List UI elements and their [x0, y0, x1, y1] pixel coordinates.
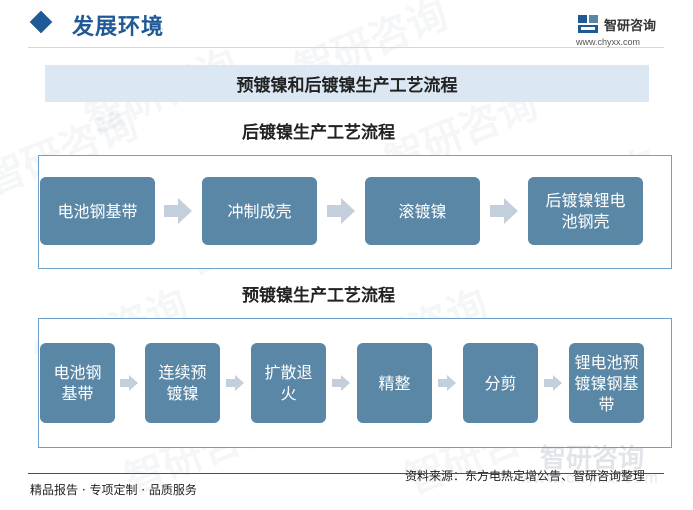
page-title: 发展环境: [72, 14, 165, 40]
footer-slogan: 精品报告 · 专项定制 · 品质服务: [30, 483, 197, 497]
flow-arrow-icon: [490, 198, 518, 224]
footer-divider: [28, 473, 664, 474]
pre-step-5: 分剪: [463, 343, 538, 423]
brand-url: www.chyxx.com: [576, 37, 641, 47]
diagram-banner-title: 预镀镍和后镀镍生产工艺流程: [45, 65, 649, 102]
flow-arrow-icon: [120, 375, 138, 391]
flow-arrow-icon: [327, 198, 355, 224]
flow-arrow-icon: [332, 375, 350, 391]
watermark-logo-text: 智研咨询: [540, 444, 645, 474]
post-step-4: 后镀镍锂电池钢壳: [528, 177, 643, 245]
flow-arrow-icon: [438, 375, 456, 391]
pre-plating-frame: [38, 318, 672, 448]
post-step-1: 电池钢基带: [40, 177, 155, 245]
pre-step-3: 扩散退火: [251, 343, 326, 423]
header-divider: [28, 47, 664, 48]
pre-step-1: 电池钢基带: [40, 343, 115, 423]
post-plating-title: 后镀镍生产工艺流程: [236, 118, 401, 143]
source-note: 资料来源：东方电热定增公告、智研咨询整理: [405, 469, 646, 483]
watermark-logo-url: www.chyxx.com: [520, 470, 660, 487]
brand-name: 智研咨询: [604, 19, 657, 34]
brand-logo-icon: [578, 15, 598, 33]
flow-arrow-icon: [164, 198, 192, 224]
pre-step-6: 锂电池预镀镍钢基带: [569, 343, 644, 423]
header-title-shadow: ze: [150, 22, 164, 37]
post-step-2: 冲制成壳: [202, 177, 317, 245]
header-diamond-icon: [29, 10, 53, 34]
flow-arrow-icon: [544, 375, 562, 391]
pre-step-4: 精整: [357, 343, 432, 423]
post-step-3: 滚镀镍: [365, 177, 480, 245]
pre-plating-title: 预镀镍生产工艺流程: [236, 281, 401, 306]
pre-step-2: 连续预镀镍: [145, 343, 220, 423]
flow-arrow-icon: [226, 375, 244, 391]
